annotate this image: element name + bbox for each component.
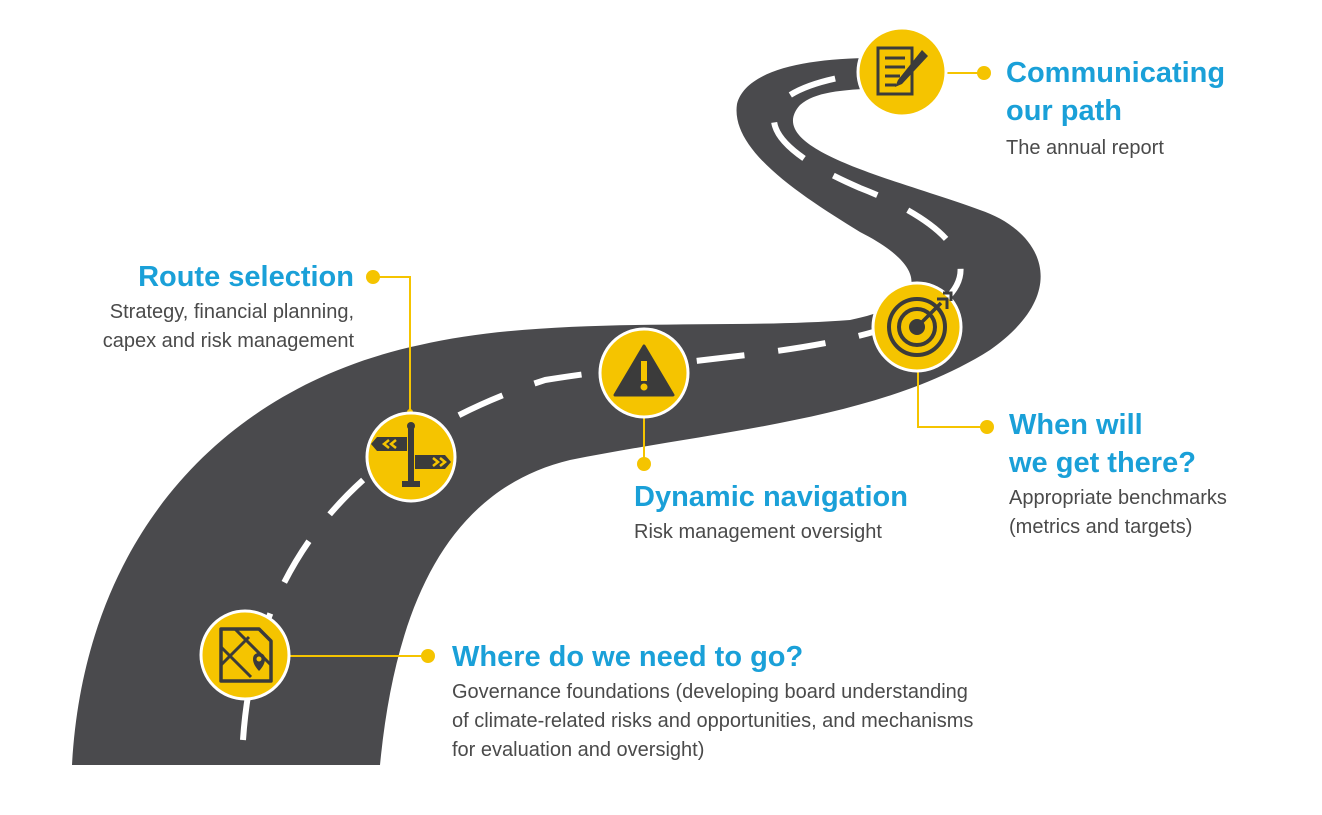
warning-icon <box>598 327 690 419</box>
stage-description: Risk management oversight <box>634 521 882 543</box>
stage-title: When will we get there? <box>1009 409 1196 479</box>
stage-description: Strategy, financial planning, capex and … <box>102 301 354 352</box>
road <box>72 58 1041 765</box>
stage-route: Route selection Strategy, financial plan… <box>103 258 354 356</box>
stage-when: When will we get there? Appropriate benc… <box>1009 406 1227 542</box>
connectors <box>290 72 987 657</box>
map-icon <box>199 609 291 701</box>
connector-dots <box>366 66 994 663</box>
stage-title: Dynamic navigation <box>634 481 908 513</box>
stage-description: Appropriate benchmarks (metrics and targ… <box>1009 487 1227 538</box>
stage-communicating: Communicating our path The annual report <box>1006 54 1225 163</box>
stage-where: Where do we need to go? Governance found… <box>452 638 973 765</box>
stage-description: Governance foundations (developing board… <box>452 681 974 761</box>
document-pen-icon <box>856 26 948 118</box>
stage-title: Route selection <box>138 261 354 293</box>
signpost-icon <box>365 411 457 503</box>
stage-title: Communicating our path <box>1006 57 1226 127</box>
stage-title: Where do we need to go? <box>452 641 804 673</box>
stage-description: The annual report <box>1006 137 1164 159</box>
target-icon <box>871 281 963 373</box>
stage-dynamic: Dynamic navigation Risk management overs… <box>634 478 908 547</box>
